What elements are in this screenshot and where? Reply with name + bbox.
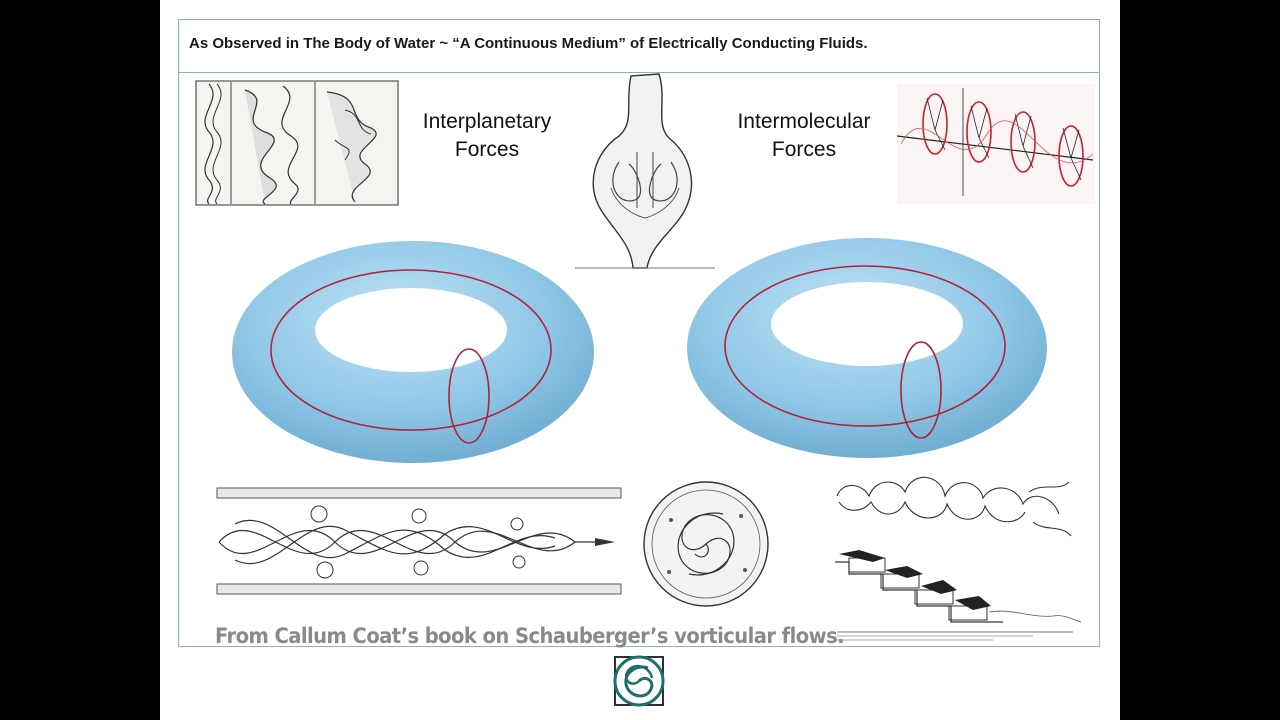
header-divider — [179, 72, 1099, 73]
vortex-vessel-sketch — [575, 73, 715, 269]
label-interplanetary-forces: Interplanetary Forces — [409, 108, 565, 164]
label-line: Forces — [454, 138, 520, 161]
slide-title: As Observed in The Body of Water ~ “A Co… — [189, 35, 868, 52]
stepped-channel-sketch — [835, 476, 1082, 641]
em-wave-helix-diagram — [896, 84, 1095, 204]
slide-frame: As Observed in The Body of Water ~ “A Co… — [178, 19, 1100, 648]
meander-flow-sketch — [195, 80, 399, 206]
vortex-logo-icon — [613, 655, 665, 707]
label-intermolecular-forces: Intermolecular Forces — [727, 108, 881, 164]
label-line: Interplanetary — [422, 110, 552, 133]
label-line: Forces — [771, 138, 837, 161]
torus-interplanetary-diagram — [232, 241, 594, 463]
source-caption: From Callum Coat’s book on Schauberger’s… — [215, 624, 845, 648]
pipe-vortex-flow-sketch — [216, 487, 622, 595]
spiral-vortex-disc-sketch — [643, 481, 769, 607]
slide: As Observed in The Body of Water ~ “A Co… — [160, 0, 1120, 720]
label-line: Intermolecular — [737, 110, 871, 133]
torus-intermolecular-diagram — [687, 238, 1047, 458]
